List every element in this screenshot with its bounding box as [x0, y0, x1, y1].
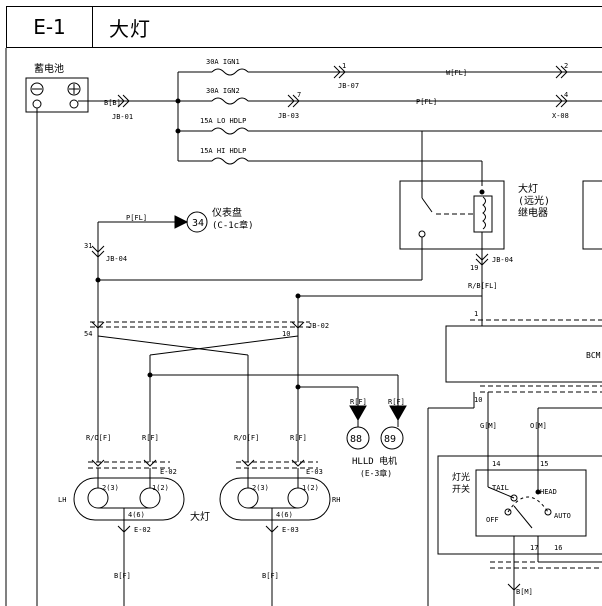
- wire-pfl: P[FL]: [126, 214, 147, 222]
- wire-om: O[M]: [530, 422, 547, 430]
- cluster-ref: (C-1c章): [212, 219, 254, 231]
- pin-4: 4: [564, 91, 568, 99]
- jb03-label: JB-03: [278, 112, 299, 120]
- wire-gm: G[M]: [480, 422, 497, 430]
- wire-wfl: W[FL]: [446, 69, 467, 77]
- lh-headlamp: [73, 477, 185, 521]
- wire-bf-2: B[F]: [262, 572, 279, 580]
- relay-box: [399, 180, 505, 250]
- jb04-b: JB-04: [492, 256, 513, 264]
- lamp-pin-lb: 4(6): [128, 511, 145, 519]
- e02-a: E-02: [160, 468, 177, 476]
- pin-2: 2: [564, 62, 568, 70]
- wire-bm: B[M]: [516, 588, 533, 596]
- rh-label: RH: [332, 496, 340, 504]
- cluster-ref-num: 34: [192, 218, 204, 229]
- fuse-ign2-label: 30A IGN2: [206, 87, 240, 95]
- switch-name-1: 灯光: [452, 471, 470, 483]
- jb02-label: JB-02: [308, 322, 329, 330]
- switch-off: OFF: [486, 516, 499, 524]
- e02-b: E-02: [134, 526, 151, 534]
- pin-1b: 1: [474, 310, 478, 318]
- pin-31: 31: [84, 242, 92, 250]
- switch-name-2: 开关: [452, 483, 470, 495]
- hlld-ref: (E-3章): [360, 468, 392, 478]
- jb04-a: JB-04: [106, 255, 127, 263]
- lh-label: LH: [58, 496, 66, 504]
- motor-ref-num: 89: [384, 434, 396, 445]
- wire-rf-2: R[F]: [290, 434, 307, 442]
- jb07-label: JB-07: [338, 82, 359, 90]
- wire-rf-3: R[F]: [350, 398, 367, 406]
- wire-bb: B[B]: [104, 99, 121, 107]
- relay-name-2: (远光): [518, 194, 550, 207]
- fuse-ign1-label: 30A IGN1: [206, 58, 240, 66]
- wire-ro-2: R/O[F]: [234, 434, 259, 442]
- lamp-pins-l1: 2(3): [102, 484, 119, 492]
- pin-14: 14: [492, 460, 500, 468]
- switch-tail: TAIL: [492, 484, 509, 492]
- switch-head: HEAD: [540, 488, 557, 496]
- relay-name-3: 继电器: [518, 206, 548, 219]
- pin-54: 54: [84, 330, 92, 338]
- pin-1: 1: [342, 62, 346, 70]
- switch-auto: AUTO: [554, 512, 571, 520]
- bcm-box: [445, 325, 602, 383]
- lamp-pins-l2: 1(2): [152, 484, 169, 492]
- wire-rf-1: R[F]: [142, 434, 159, 442]
- rh-headlamp: [219, 477, 331, 521]
- battery-box: [25, 77, 89, 113]
- wire-ro-1: R/O[F]: [86, 434, 111, 442]
- lamp-pin-rb: 4(6): [276, 511, 293, 519]
- section-title: 大灯: [109, 16, 151, 41]
- fuse-hi-label: 15A HI HDLP: [200, 147, 246, 155]
- pin-16: 16: [554, 544, 562, 552]
- jb01-label: JB-01: [112, 113, 133, 121]
- bcm-label: BCM: [586, 351, 601, 360]
- wire-rf-4: R[F]: [388, 398, 405, 406]
- cluster-name: 仪表盘: [212, 206, 242, 219]
- lamp-pins-r1: 2(3): [252, 484, 269, 492]
- pin-15: 15: [540, 460, 548, 468]
- section-code: E-1: [7, 7, 93, 47]
- pin-19: 19: [470, 264, 478, 272]
- lamp-pins-r2: 1(2): [302, 484, 319, 492]
- e03-a: E-03: [306, 468, 323, 476]
- hlld-label: HLLD 电机: [352, 455, 397, 467]
- pin-7: 7: [297, 91, 301, 99]
- lamp-name: 大灯: [190, 510, 210, 523]
- title-bar: E-1 大灯: [6, 6, 602, 48]
- fuse-lo-label: 15A LO HDLP: [200, 117, 246, 125]
- pin-17: 17: [530, 544, 538, 552]
- e03-b: E-03: [282, 526, 299, 534]
- pin-10a: 10: [282, 330, 290, 338]
- wire-bf-1: B[F]: [114, 572, 131, 580]
- wire-pfl-top: P[FL]: [416, 98, 437, 106]
- x08-label: X-08: [552, 112, 569, 120]
- hlld-ref-num: 88: [350, 434, 362, 445]
- pin-10b: 10: [474, 396, 482, 404]
- light-switch-box: [437, 455, 602, 555]
- relay-name-1: 大灯: [518, 182, 538, 195]
- wire-rbfl: R/B[FL]: [468, 282, 498, 290]
- battery-label: 蓄电池: [34, 62, 64, 75]
